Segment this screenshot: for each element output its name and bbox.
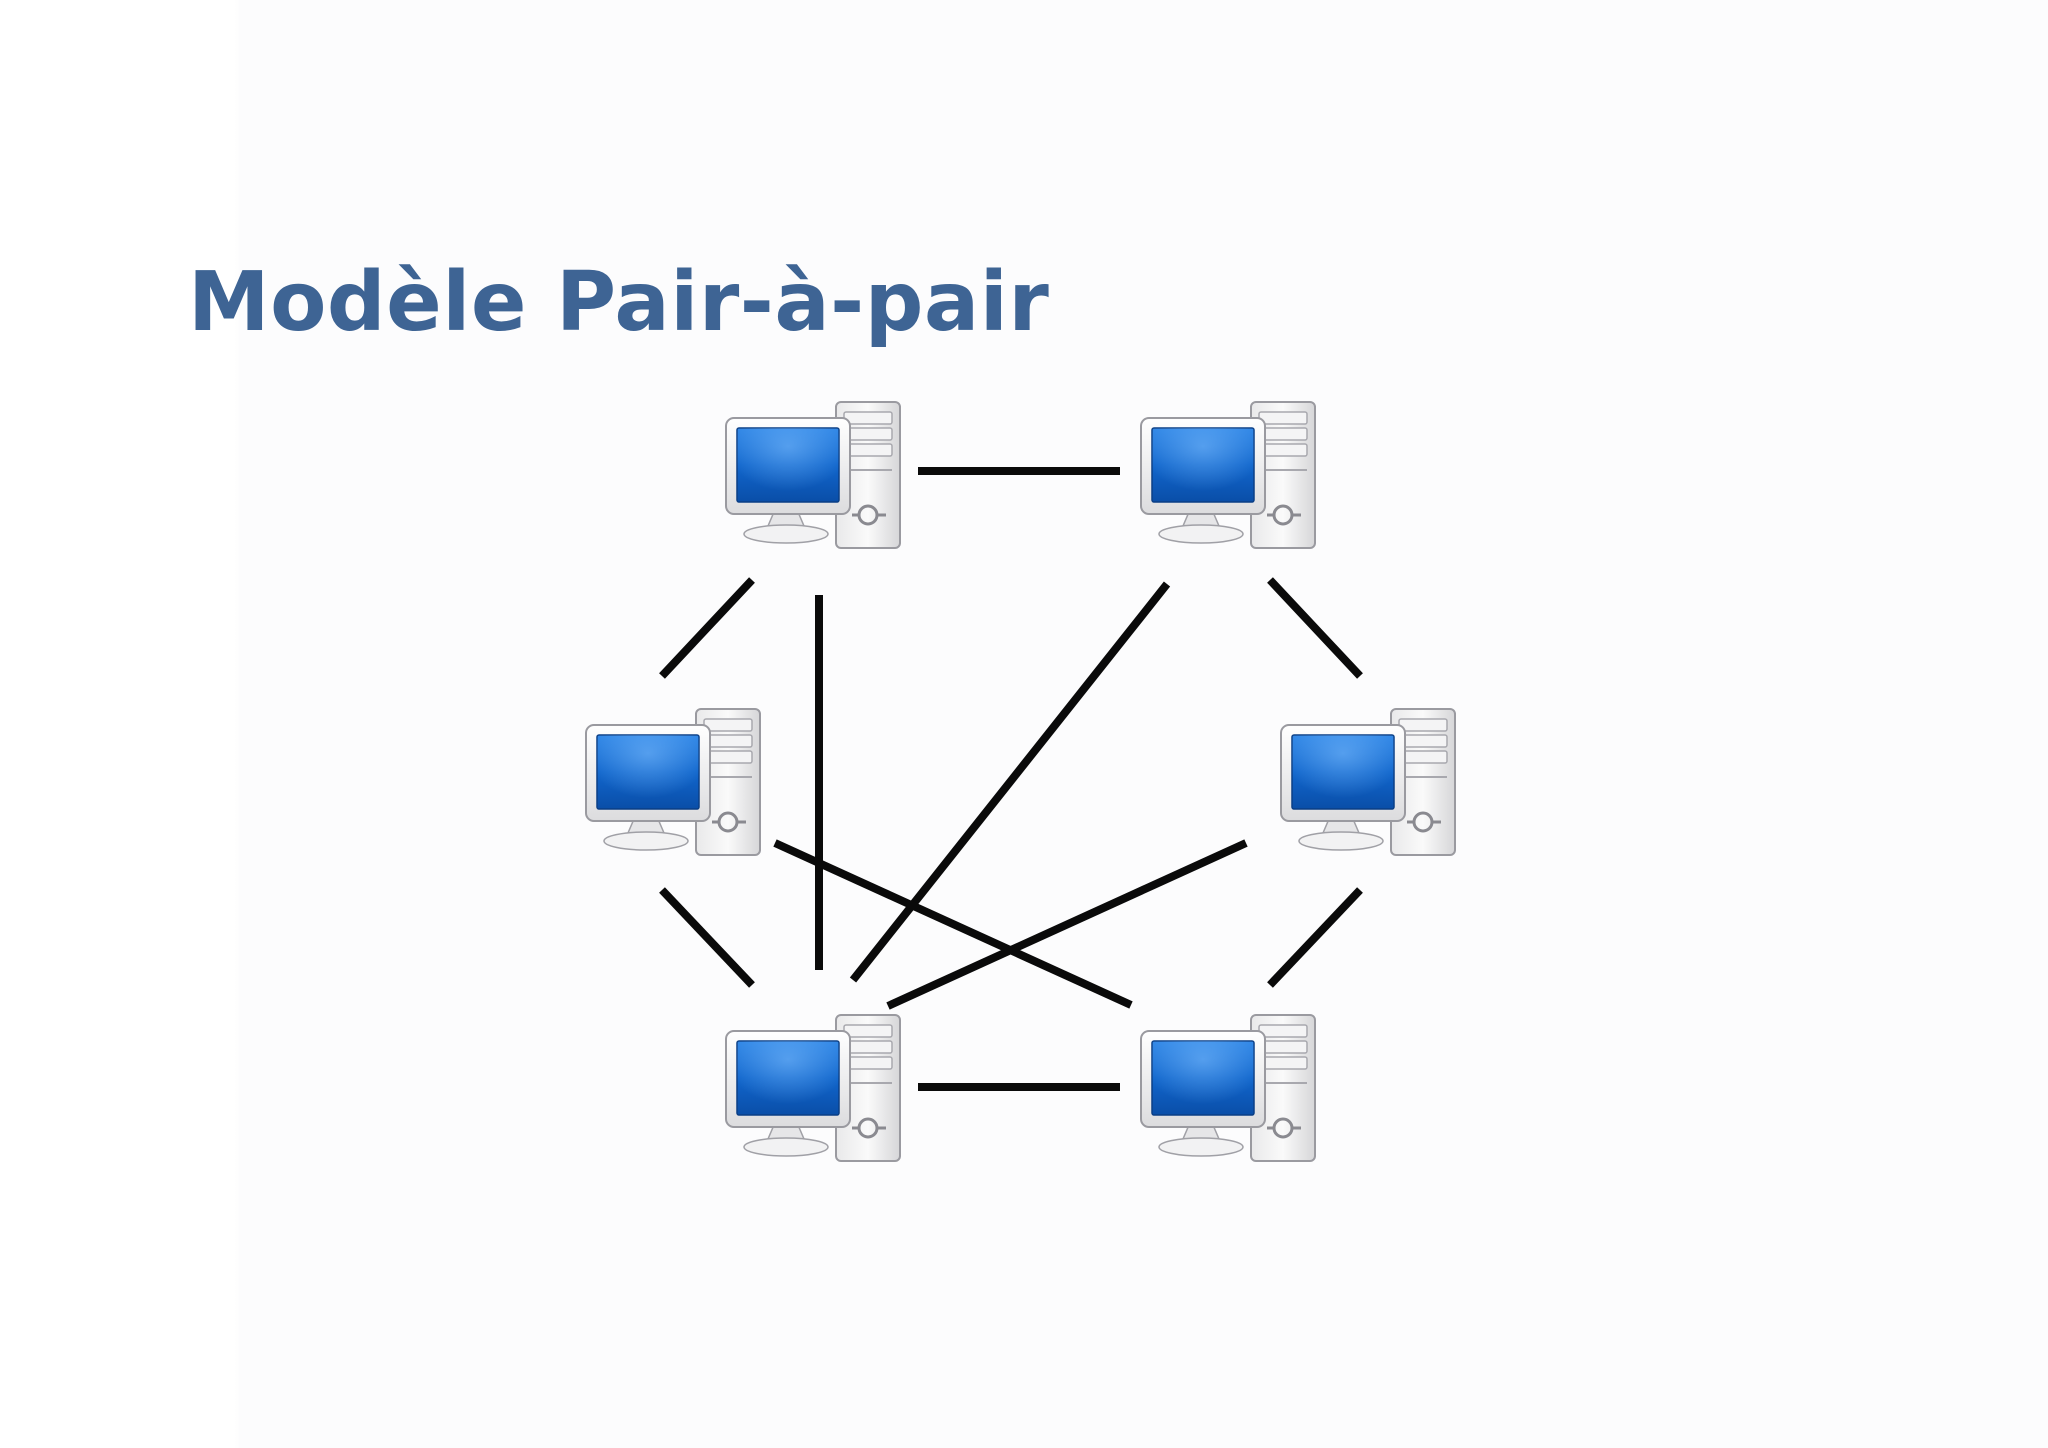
link-topleft-midleft — [659, 577, 755, 679]
desktop-computer-icon — [1139, 1013, 1317, 1163]
link-midleft-bottomleft — [659, 887, 755, 988]
desktop-computer-icon — [1279, 707, 1457, 857]
link-midright-bottomleft — [886, 839, 1248, 1010]
desktop-computer-icon — [584, 707, 762, 857]
slide-title: Modèle Pair-à-pair — [188, 255, 1050, 350]
connections — [659, 467, 1363, 1091]
link-midright-bottomright — [1267, 887, 1363, 988]
link-topright-midright — [1267, 577, 1363, 679]
link-midleft-bottomright — [773, 839, 1133, 1009]
desktop-computer-icon — [724, 1013, 902, 1163]
desktop-computer-icon — [724, 400, 902, 550]
link-topright-bottomleft — [849, 581, 1171, 983]
desktop-computer-icon — [1139, 400, 1317, 550]
